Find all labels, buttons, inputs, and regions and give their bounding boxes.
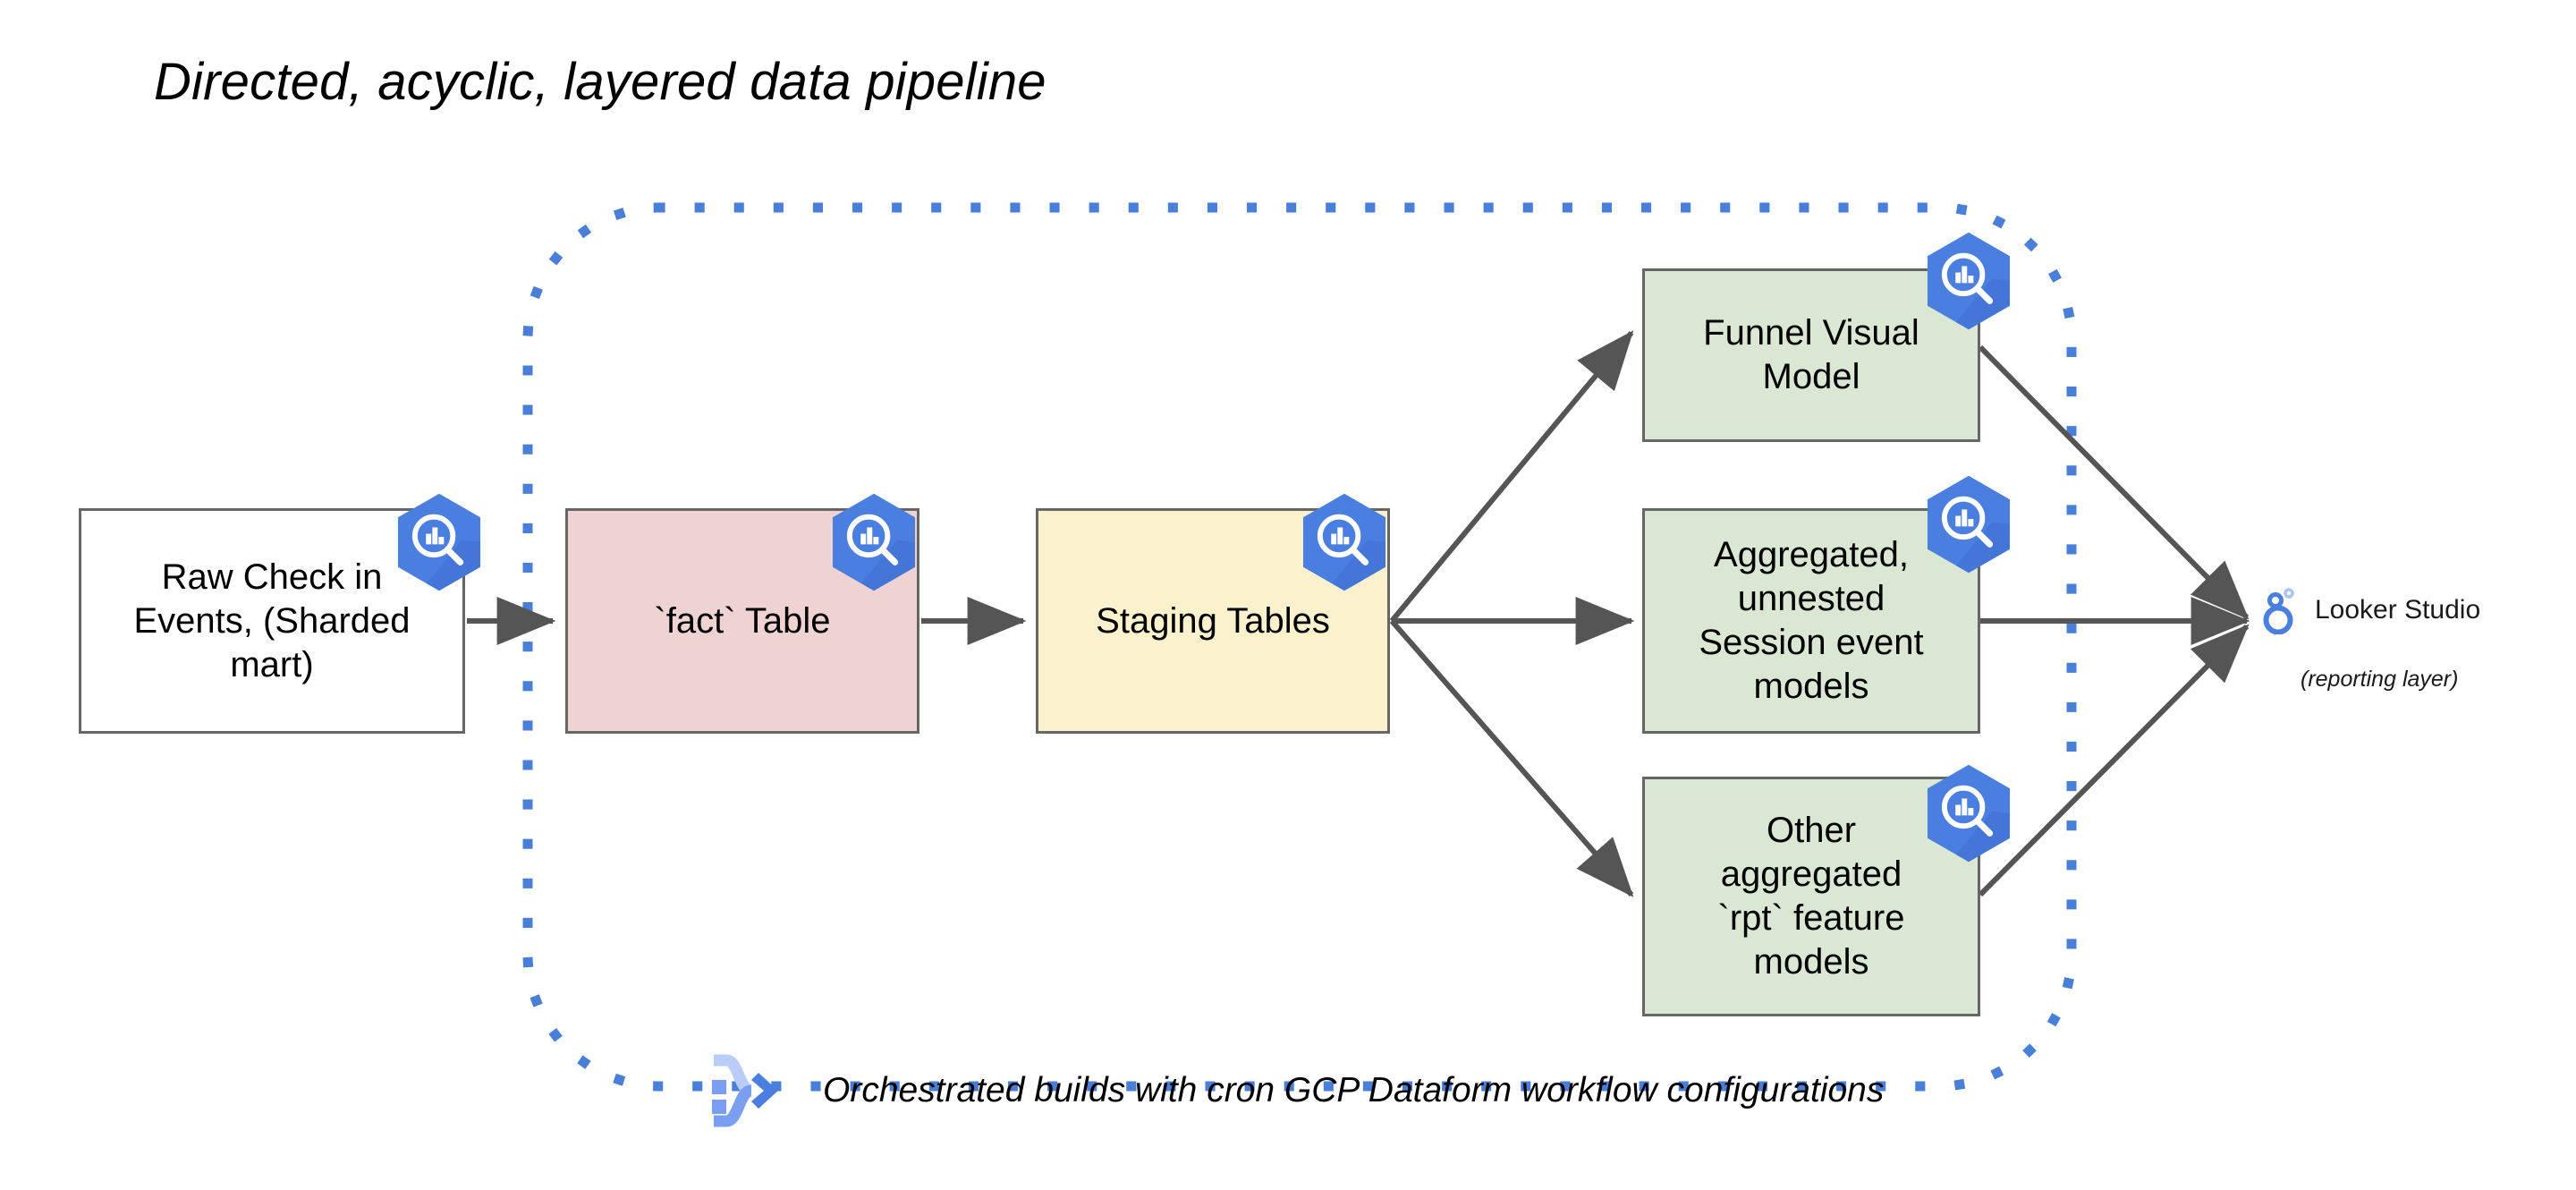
bigquery-icon [397,493,481,591]
node-label: Staging Tables [1096,600,1330,641]
looker-studio-row: Looker Studio [2261,586,2556,634]
node-raw-check-in-events[interactable]: Raw Check in Events, (Sharded mart) [79,508,465,734]
orchestration-caption: Orchestrated builds with cron GCP Datafo… [707,1050,1884,1132]
bigquery-icon [1927,475,2011,574]
node-label: Raw Check in Events, (Sharded mart) [133,557,411,684]
looker-studio-group[interactable]: Looker Studio (reporting layer) [2261,586,2556,693]
looker-studio-label: Looker Studio [2315,595,2481,625]
dataform-icon [712,1054,778,1127]
bigquery-icon [1927,232,2011,330]
node-funnel-visual-model[interactable]: Funnel Visual Model [1642,268,1980,442]
bigquery-icon [832,493,916,591]
bigquery-icon [1927,764,2011,863]
node-aggregated-session-event-models[interactable]: Aggregated, unnested Session event model… [1642,508,1980,734]
node-label: Funnel Visual Model [1703,313,1919,396]
edge-staging-to-rpt [1389,619,1634,897]
page-title: Directed, acyclic, layered data pipeline [154,53,1046,111]
orchestration-caption-label: Orchestrated builds with cron GCP Datafo… [823,1071,1885,1109]
node-label: Aggregated, unnested Session event model… [1699,535,1924,706]
looker-studio-sublabel: (reporting layer) [2301,667,2459,692]
looker-studio-icon [2263,588,2294,634]
node-other-aggregated-rpt-feature-models[interactable]: Other aggregated `rpt` feature models [1642,777,1980,1016]
node-label: `fact` Table [654,600,831,641]
bigquery-icon [1302,493,1386,591]
edge-staging-to-funnel [1389,330,1634,623]
node-label: Other aggregated `rpt` feature models [1717,811,1905,982]
